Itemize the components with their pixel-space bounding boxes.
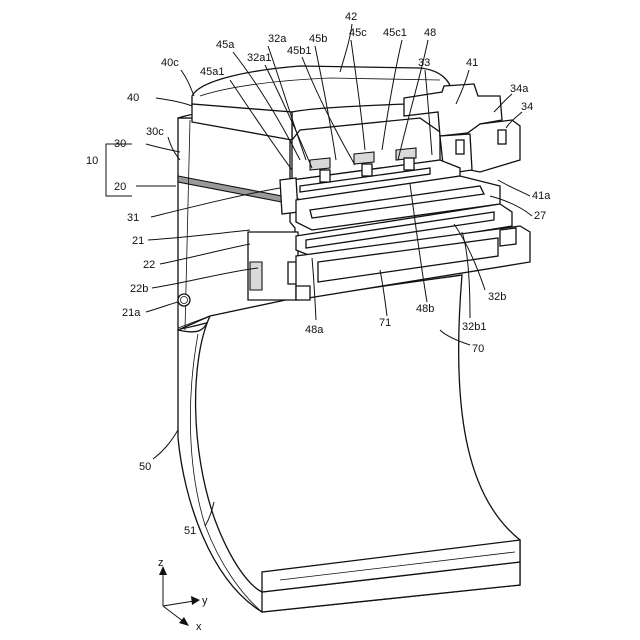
housing-body: [178, 110, 300, 330]
label-34a: 34a: [510, 83, 529, 95]
label-32a1: 32a1: [247, 52, 271, 64]
label-50: 50: [139, 461, 151, 473]
label-22: 22: [143, 259, 155, 271]
label-71: 71: [379, 317, 391, 329]
label-21: 21: [132, 235, 144, 247]
label-31: 31: [127, 212, 139, 224]
label-32b: 32b: [488, 291, 506, 303]
label-27: 27: [534, 210, 546, 222]
axis-z-label: z: [158, 557, 164, 569]
label-48: 48: [424, 27, 436, 39]
label-41a: 41a: [532, 190, 551, 202]
label-41: 41: [466, 57, 478, 69]
label-42: 42: [345, 11, 357, 23]
label-32b1: 32b1: [462, 321, 486, 333]
internal-section: [280, 84, 530, 300]
label-48a: 48a: [305, 324, 324, 336]
label-45a1: 45a1: [200, 66, 224, 78]
label-45c: 45c: [349, 27, 367, 39]
label-30c: 30c: [146, 126, 164, 138]
label-40: 40: [127, 92, 139, 104]
label-70: 70: [472, 343, 484, 355]
label-48b: 48b: [416, 303, 434, 315]
axis-x-label: x: [196, 621, 202, 633]
label-21a: 21a: [122, 307, 141, 319]
label-45c1: 45c1: [383, 27, 407, 39]
axis-triad: z y x: [158, 557, 208, 633]
label-40c: 40c: [161, 57, 179, 69]
label-22b: 22b: [130, 283, 148, 295]
label-45b1: 45b1: [287, 45, 311, 57]
label-33: 33: [418, 57, 430, 69]
label-45a: 45a: [216, 39, 235, 51]
label-30: 30: [114, 138, 126, 150]
label-10: 10: [86, 155, 98, 167]
label-45b: 45b: [309, 33, 327, 45]
label-51: 51: [184, 525, 196, 537]
label-34: 34: [521, 101, 533, 113]
label-32a: 32a: [268, 33, 287, 45]
axis-y-label: y: [202, 595, 208, 607]
label-20: 20: [114, 181, 126, 193]
